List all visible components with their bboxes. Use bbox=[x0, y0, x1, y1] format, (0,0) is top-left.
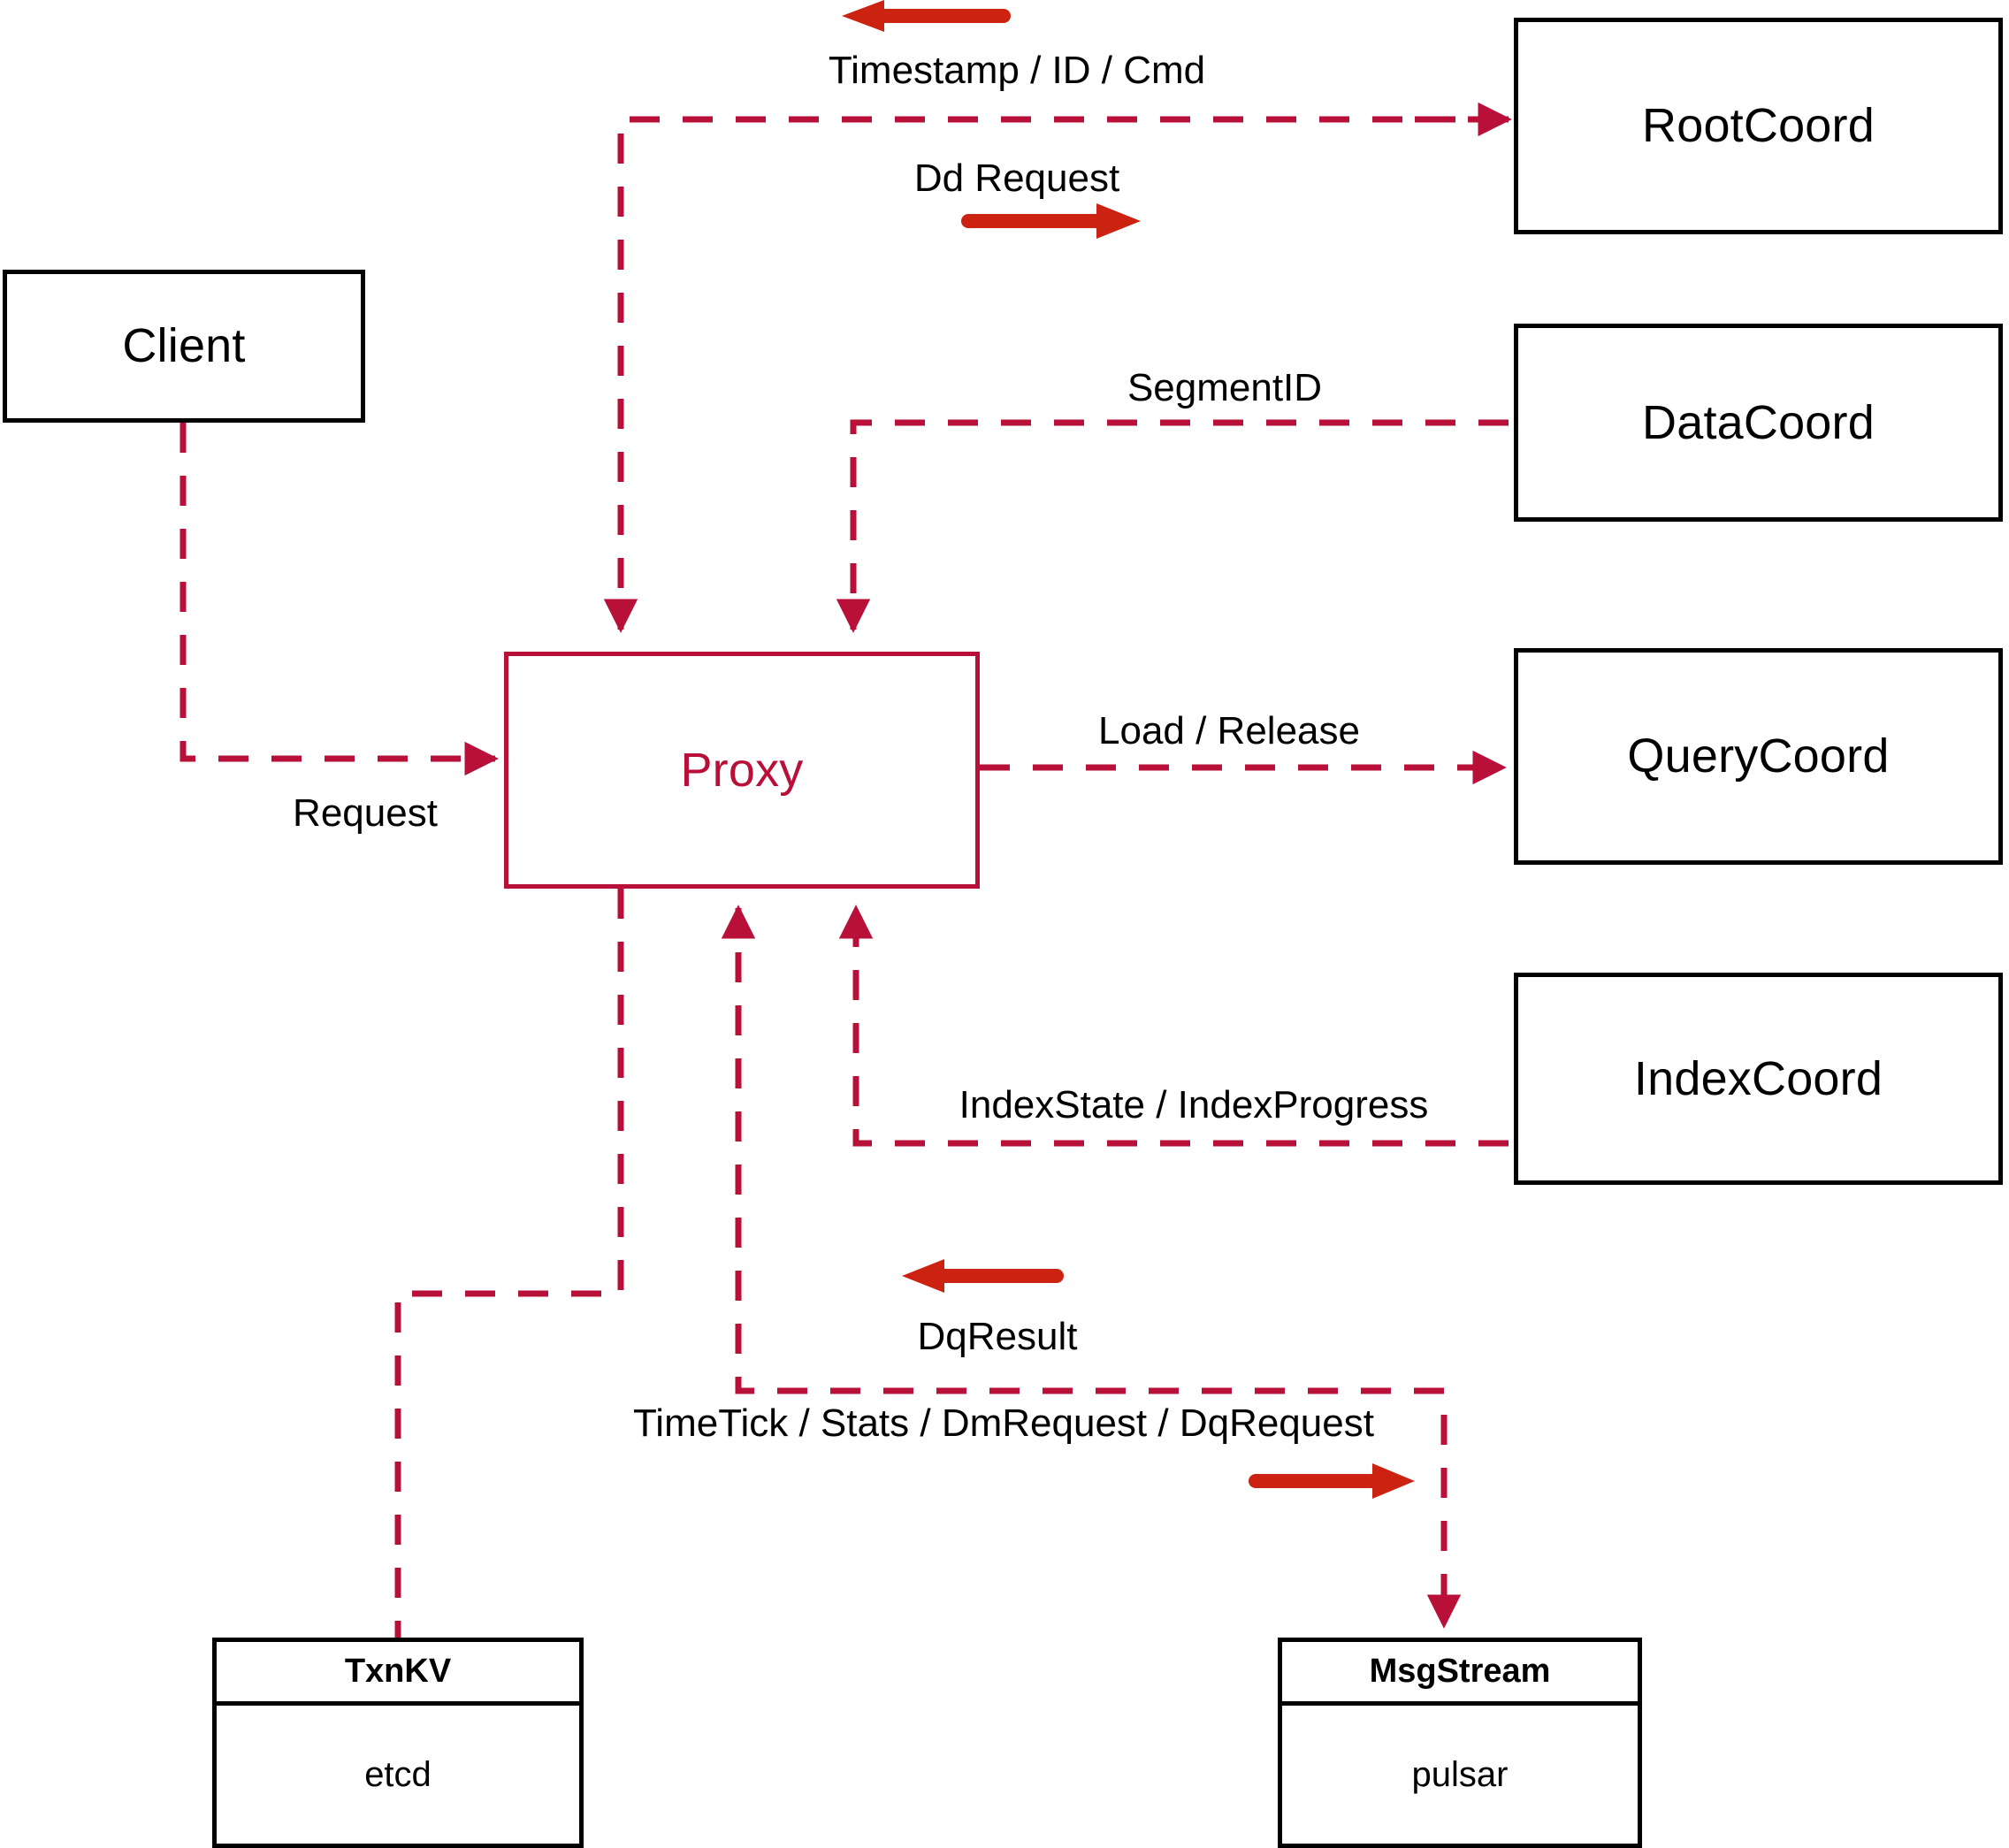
direction-arrow-dd-request bbox=[961, 203, 1141, 239]
node-query-coord[interactable]: QueryCoord bbox=[1514, 648, 2003, 865]
node-txnkv[interactable]: TxnKV etcd bbox=[212, 1638, 584, 1848]
direction-arrow-timestamp bbox=[842, 0, 1011, 32]
edge-request bbox=[180, 423, 499, 776]
edge-label-timetick-stats-dm-dq: TimeTick / Stats / DmRequest / DqRequest bbox=[633, 1401, 1374, 1445]
node-msgstream-header: MsgStream bbox=[1282, 1642, 1638, 1706]
node-txnkv-header: TxnKV bbox=[217, 1642, 579, 1706]
edge-label-dq-result: DqResult bbox=[917, 1315, 1078, 1358]
edge-label-load-release: Load / Release bbox=[1098, 709, 1360, 752]
edge-label-dd-request: Dd Request bbox=[913, 157, 1120, 200]
node-proxy-label: Proxy bbox=[680, 743, 804, 797]
node-txnkv-impl: etcd bbox=[364, 1754, 432, 1794]
node-root-coord-label: RootCoord bbox=[1642, 99, 1875, 153]
node-txnkv-title: TxnKV bbox=[344, 1653, 452, 1690]
edge-timestamp-id-cmd bbox=[603, 116, 1509, 633]
direction-arrow-dq-request bbox=[1249, 1463, 1415, 1499]
edge-label-request: Request bbox=[293, 791, 438, 835]
node-txnkv-body: etcd bbox=[217, 1706, 579, 1844]
node-index-coord[interactable]: IndexCoord bbox=[1514, 973, 2003, 1185]
node-query-coord-label: QueryCoord bbox=[1627, 729, 1890, 783]
node-data-coord[interactable]: DataCoord bbox=[1514, 324, 2003, 522]
edge-label-index-state-progress: IndexState / IndexProgress bbox=[959, 1083, 1429, 1126]
edge-segment-id bbox=[836, 419, 1509, 633]
node-data-coord-label: DataCoord bbox=[1642, 395, 1875, 449]
direction-arrow-dq-result bbox=[902, 1259, 1064, 1293]
node-client-label: Client bbox=[122, 319, 246, 373]
node-msgstream-body: pulsar bbox=[1282, 1706, 1638, 1844]
edge-dq-result bbox=[721, 905, 1444, 1394]
edge-label-timestamp-id-cmd: Timestamp / ID / Cmd bbox=[828, 49, 1206, 92]
node-index-coord-label: IndexCoord bbox=[1633, 1051, 1883, 1105]
edge-proxy-txnkv bbox=[394, 889, 624, 1638]
node-client[interactable]: Client bbox=[3, 270, 365, 423]
node-proxy[interactable]: Proxy bbox=[504, 652, 980, 889]
edge-label-segment-id: SegmentID bbox=[1127, 366, 1323, 409]
node-msgstream-impl: pulsar bbox=[1411, 1754, 1509, 1794]
node-root-coord[interactable]: RootCoord bbox=[1514, 18, 2003, 234]
edge-index-state-progress bbox=[838, 905, 1509, 1147]
node-msgstream[interactable]: MsgStream pulsar bbox=[1278, 1638, 1642, 1848]
node-msgstream-title: MsgStream bbox=[1369, 1653, 1551, 1690]
